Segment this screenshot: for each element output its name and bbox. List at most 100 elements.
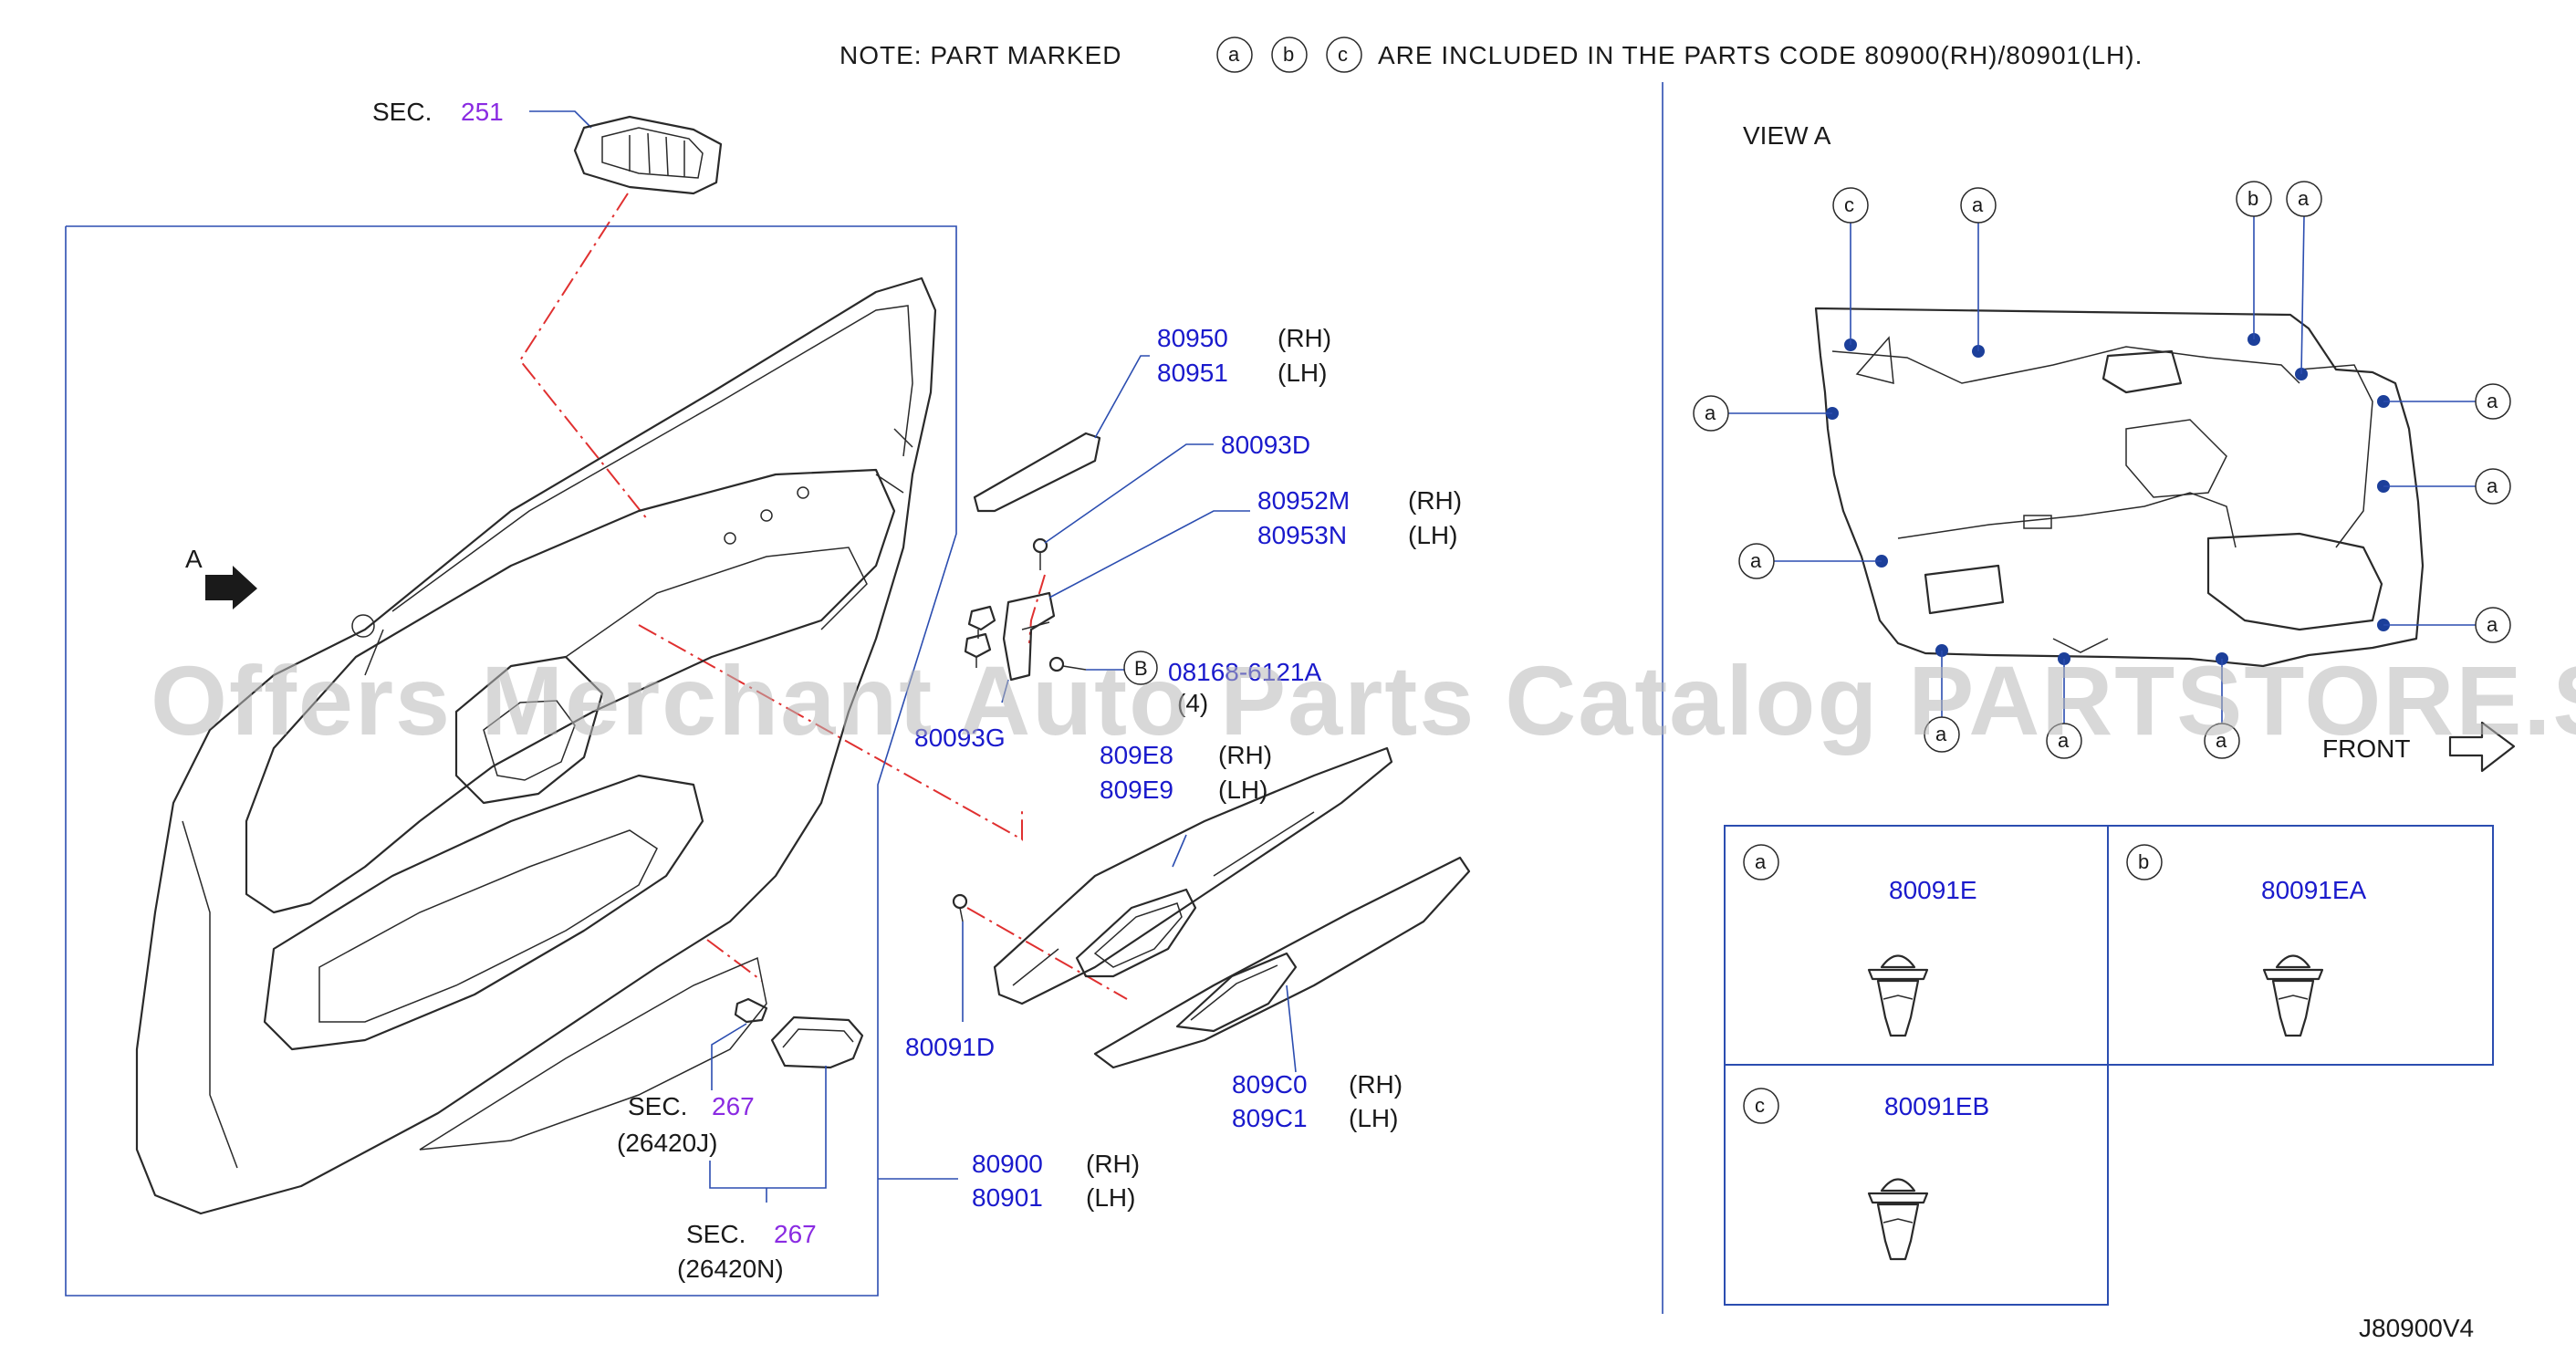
sec-267a-part: (26420J) — [617, 1129, 718, 1157]
view-a-title: VIEW A — [1743, 121, 1831, 150]
view-a-callout-letter: c — [1844, 193, 1854, 216]
clip-letter: a — [1755, 850, 1767, 873]
note-circle-b: b — [1271, 36, 1308, 73]
part-80950: 80950 — [1157, 324, 1228, 352]
part-80901: 80901 — [972, 1183, 1043, 1212]
switch-cap-drawing — [734, 997, 768, 1024]
view-a-callout-c: c — [1832, 187, 1869, 345]
screw-80091D-drawing — [952, 893, 968, 922]
door-panel-frame — [65, 225, 957, 1297]
garnish-809C0-drawing — [1093, 856, 1471, 1069]
part-80953N: 80953N — [1257, 521, 1347, 549]
push-clip-icon — [1867, 1178, 1929, 1261]
view-a-callout-letter: a — [2487, 390, 2498, 412]
view-a-callout-letter: a — [1750, 549, 1762, 572]
view-a-clip-dots — [1826, 333, 2390, 665]
clip-code-80091EB: 80091EB — [1884, 1092, 1989, 1120]
note-circle-c: c — [1326, 36, 1362, 73]
view-a-callout-letter: a — [2058, 729, 2070, 752]
clip-letter: c — [1755, 1094, 1765, 1117]
view-a-callout-a: a — [2046, 659, 2082, 759]
view-a-callout-a: a — [1693, 395, 1832, 432]
view-a-callout-letter: a — [2216, 729, 2227, 752]
drawing-code: J80900V4 — [2359, 1314, 2474, 1342]
note-prefix: NOTE: PART MARKED — [840, 41, 1122, 69]
clip-letter: b — [2138, 850, 2149, 873]
push-clip-icon — [2262, 954, 2324, 1037]
push-clip-icon — [1867, 954, 1929, 1037]
sec-267a-word: SEC. — [628, 1092, 687, 1120]
front-label: FRONT — [2322, 734, 2410, 763]
clip-legend-table — [1724, 825, 2494, 1306]
part-80901-side: (LH) — [1086, 1183, 1135, 1212]
guide-line-switch — [706, 939, 763, 982]
part-80091D: 80091D — [905, 1033, 995, 1061]
note-suffix: ARE INCLUDED IN THE PARTS CODE 80900(RH)… — [1378, 41, 2143, 69]
clip-cell-b: b 80091EA — [2126, 844, 2367, 1037]
view-a-callout-a: a — [2383, 468, 2511, 505]
bolt-circle-letter: B — [1134, 657, 1148, 680]
guide-line-screw — [966, 907, 1128, 1000]
sec-267b-part: (26420N) — [677, 1255, 784, 1283]
view-a-callout-letter: a — [1972, 193, 1984, 216]
part-08168-qty: (4) — [1177, 689, 1208, 717]
sec-251-word: SEC. — [372, 98, 432, 126]
view-a-callout-a: a — [2204, 659, 2240, 759]
clip-code-80091EA: 80091EA — [2261, 876, 2367, 904]
sec-267b-number: 267 — [774, 1220, 817, 1248]
clip-letter-circle: a — [1743, 844, 1779, 880]
part-809E8-side: (RH) — [1218, 741, 1272, 769]
view-a-callout-a: a — [1924, 651, 1960, 753]
view-a-callout-b: b — [2236, 181, 2272, 339]
view-a-callout-letter: a — [2487, 474, 2498, 497]
watermark: Offers Merchant Auto Parts Catalog PARTS… — [151, 645, 2576, 755]
part-809C0-side: (RH) — [1349, 1070, 1403, 1099]
note-letter-c: c — [1338, 43, 1348, 66]
clip-cell-c: c 80091EB — [1743, 1088, 1989, 1261]
guide-line-bracket — [1028, 574, 1046, 644]
sec-267b-word: SEC. — [686, 1220, 746, 1248]
view-a-callout-letter: a — [1935, 723, 1947, 745]
door-trim-panel-drawing — [135, 276, 937, 1215]
part-80093D: 80093D — [1221, 431, 1310, 459]
part-80951-side: (LH) — [1278, 359, 1327, 387]
part-809C1-side: (LH) — [1349, 1104, 1398, 1132]
guide-line-handle — [638, 624, 1023, 841]
vent-part-drawing — [573, 115, 723, 195]
view-a-callout-letter: a — [2487, 613, 2498, 636]
sec-251-number: 251 — [461, 98, 504, 126]
note-letter-b: b — [1283, 43, 1294, 66]
sec-251-group: SEC. 251 — [372, 98, 723, 195]
view-a-arrow: A — [185, 545, 257, 609]
part-809E9: 809E9 — [1100, 776, 1173, 804]
part-80093G: 80093G — [914, 724, 1006, 752]
view-a-arrow-label: A — [185, 545, 203, 573]
view-a-callout-a: a — [1738, 543, 1882, 579]
part-80950-side: (RH) — [1278, 324, 1331, 352]
bolt-circle-b: B — [1123, 651, 1158, 685]
view-a-callout-letter: a — [1705, 401, 1716, 424]
view-a-callout-a: a — [2383, 607, 2511, 643]
part-80953N-side: (LH) — [1408, 521, 1457, 549]
clip-letter-circle: c — [1743, 1088, 1779, 1124]
clips-80093G-drawing — [964, 605, 996, 668]
guide-line-vent — [518, 193, 649, 521]
front-arrow — [2448, 721, 2516, 773]
part-80900: 80900 — [972, 1150, 1043, 1178]
part-809E8: 809E8 — [1100, 741, 1173, 769]
note-letter-a: a — [1228, 43, 1240, 66]
door-switch-group: SEC. 267 (26420J) SEC. 267 (26420N) — [617, 997, 864, 1283]
view-a-callout-a: a — [1960, 187, 1997, 351]
part-80952M-side: (RH) — [1408, 486, 1462, 515]
switch-body-drawing — [770, 1016, 864, 1069]
part-80952M: 80952M — [1257, 486, 1350, 515]
header-note: NOTE: PART MARKED a b c ARE INCLUDED IN … — [840, 36, 2143, 73]
view-a-callout-letter: b — [2247, 187, 2258, 210]
view-a-callout-a: a — [2383, 383, 2511, 420]
note-circle-a: a — [1216, 36, 1253, 73]
